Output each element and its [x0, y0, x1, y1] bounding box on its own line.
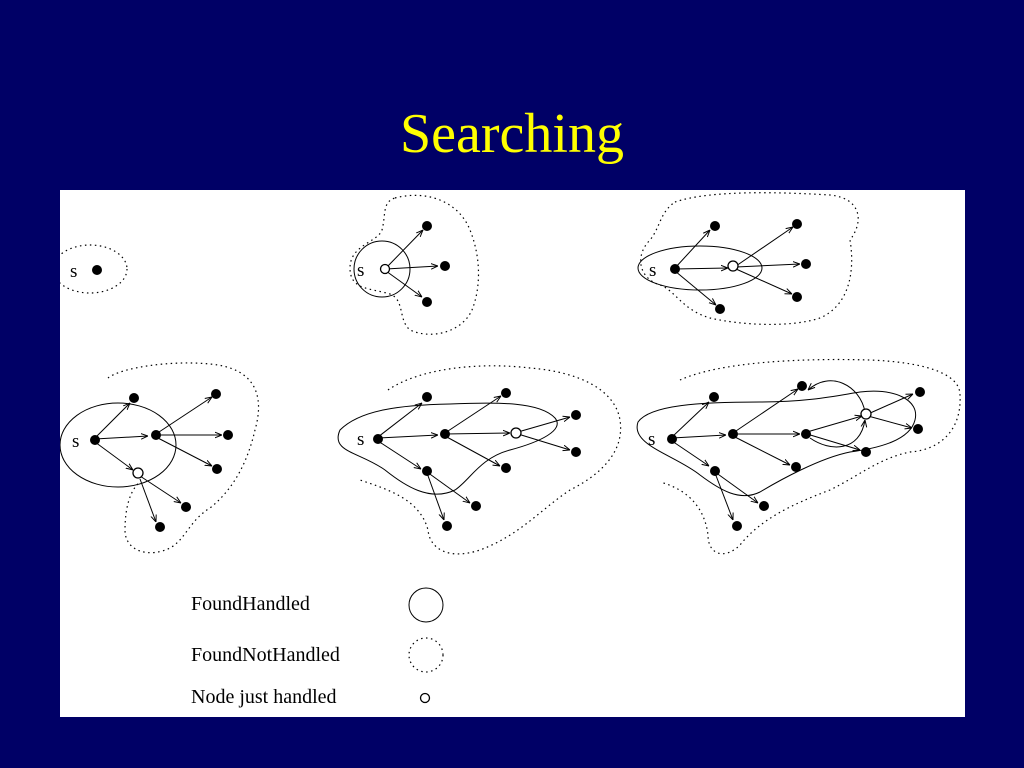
node-just-handled [510, 427, 522, 439]
slide-title: Searching [400, 103, 624, 165]
legend-label-node-just-handled: Node just handled [191, 686, 337, 708]
found-handled-region [337, 402, 558, 495]
graph-node [422, 466, 432, 476]
graph-node [709, 392, 719, 402]
graph-node [422, 392, 432, 402]
graph-node [667, 434, 677, 444]
graph-node [211, 389, 221, 399]
graph-node [670, 264, 680, 274]
graph-node [759, 501, 769, 511]
graph-node [181, 502, 191, 512]
search-diagram: s s s s [60, 190, 965, 717]
legend: FoundHandled FoundNotHandled Node just h… [191, 587, 444, 708]
graph-node [715, 304, 725, 314]
graph-node [913, 424, 923, 434]
graph-node [915, 387, 925, 397]
graph-node [792, 219, 802, 229]
graph-node [501, 463, 511, 473]
legend-symbol-found-handled [408, 587, 444, 623]
legend-symbol-found-not-handled [408, 637, 444, 673]
panel-step-3: s [637, 192, 859, 326]
source-label: s [357, 429, 364, 450]
graph-node [710, 466, 720, 476]
graph-node [797, 381, 807, 391]
graph-node [791, 462, 801, 472]
graph-node [223, 430, 233, 440]
found-handled-region [353, 240, 411, 298]
source-label: s [72, 431, 79, 452]
node-just-handled [132, 467, 144, 479]
found-handled-region [636, 390, 917, 497]
graph-node [440, 261, 450, 271]
found-not-handled-region [60, 244, 128, 294]
source-label: s [648, 429, 655, 450]
found-handled-region [60, 402, 177, 488]
node-just-handled [860, 408, 872, 420]
graph-node [571, 410, 581, 420]
graph-node [732, 521, 742, 531]
source-label: s [649, 260, 656, 281]
panel-step-1: s [60, 244, 128, 294]
legend-label-found-handled: FoundHandled [191, 593, 310, 615]
panel-step-6: s [636, 358, 961, 555]
legend-symbol-node-just-handled [419, 692, 431, 704]
graph-node [440, 429, 450, 439]
graph-node [471, 501, 481, 511]
legend-label-found-not-handled: FoundNotHandled [191, 644, 340, 666]
found-not-handled-region [359, 365, 622, 555]
graph-node [129, 393, 139, 403]
found-not-handled-region [640, 192, 859, 326]
graph-node [92, 265, 102, 275]
graph-node [710, 221, 720, 231]
graph-node [151, 430, 161, 440]
graph-node [373, 434, 383, 444]
graph-node [422, 297, 432, 307]
source-label: s [70, 261, 77, 282]
graph-node [861, 447, 871, 457]
found-handled-region [637, 245, 763, 291]
graph-node [90, 435, 100, 445]
graph-node [422, 221, 432, 231]
node-just-handled [727, 260, 739, 272]
graph-node [155, 522, 165, 532]
graph-node [442, 521, 452, 531]
node-just-handled [379, 263, 391, 275]
panel-step-4: s [60, 362, 260, 554]
graph-node [792, 292, 802, 302]
panel-step-5: s [337, 365, 622, 555]
found-not-handled-region [349, 194, 480, 335]
panel-step-2: s [349, 194, 480, 335]
graph-node [571, 447, 581, 457]
graph-node [501, 388, 511, 398]
graph-node [728, 429, 738, 439]
found-not-handled-region [107, 362, 260, 554]
source-label: s [357, 260, 364, 281]
graph-node [212, 464, 222, 474]
graph-node [801, 259, 811, 269]
graph-node [801, 429, 811, 439]
